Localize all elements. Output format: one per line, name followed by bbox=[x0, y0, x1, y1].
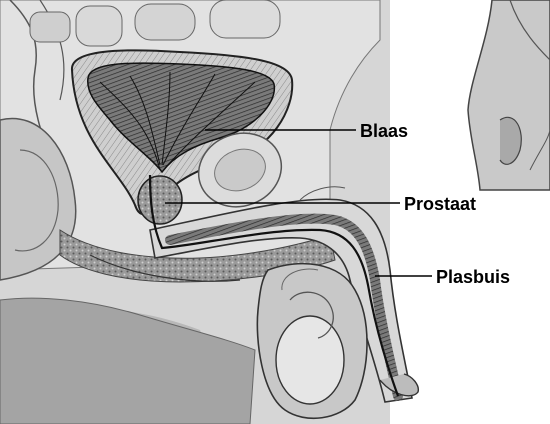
label-prostate: Prostaat bbox=[404, 194, 476, 214]
label-bladder: Blaas bbox=[360, 121, 408, 141]
prostate bbox=[138, 176, 182, 224]
testis bbox=[276, 316, 344, 404]
label-urethra: Plasbuis bbox=[436, 267, 510, 287]
inset-body-figure bbox=[468, 0, 550, 190]
scrotum bbox=[257, 264, 367, 419]
